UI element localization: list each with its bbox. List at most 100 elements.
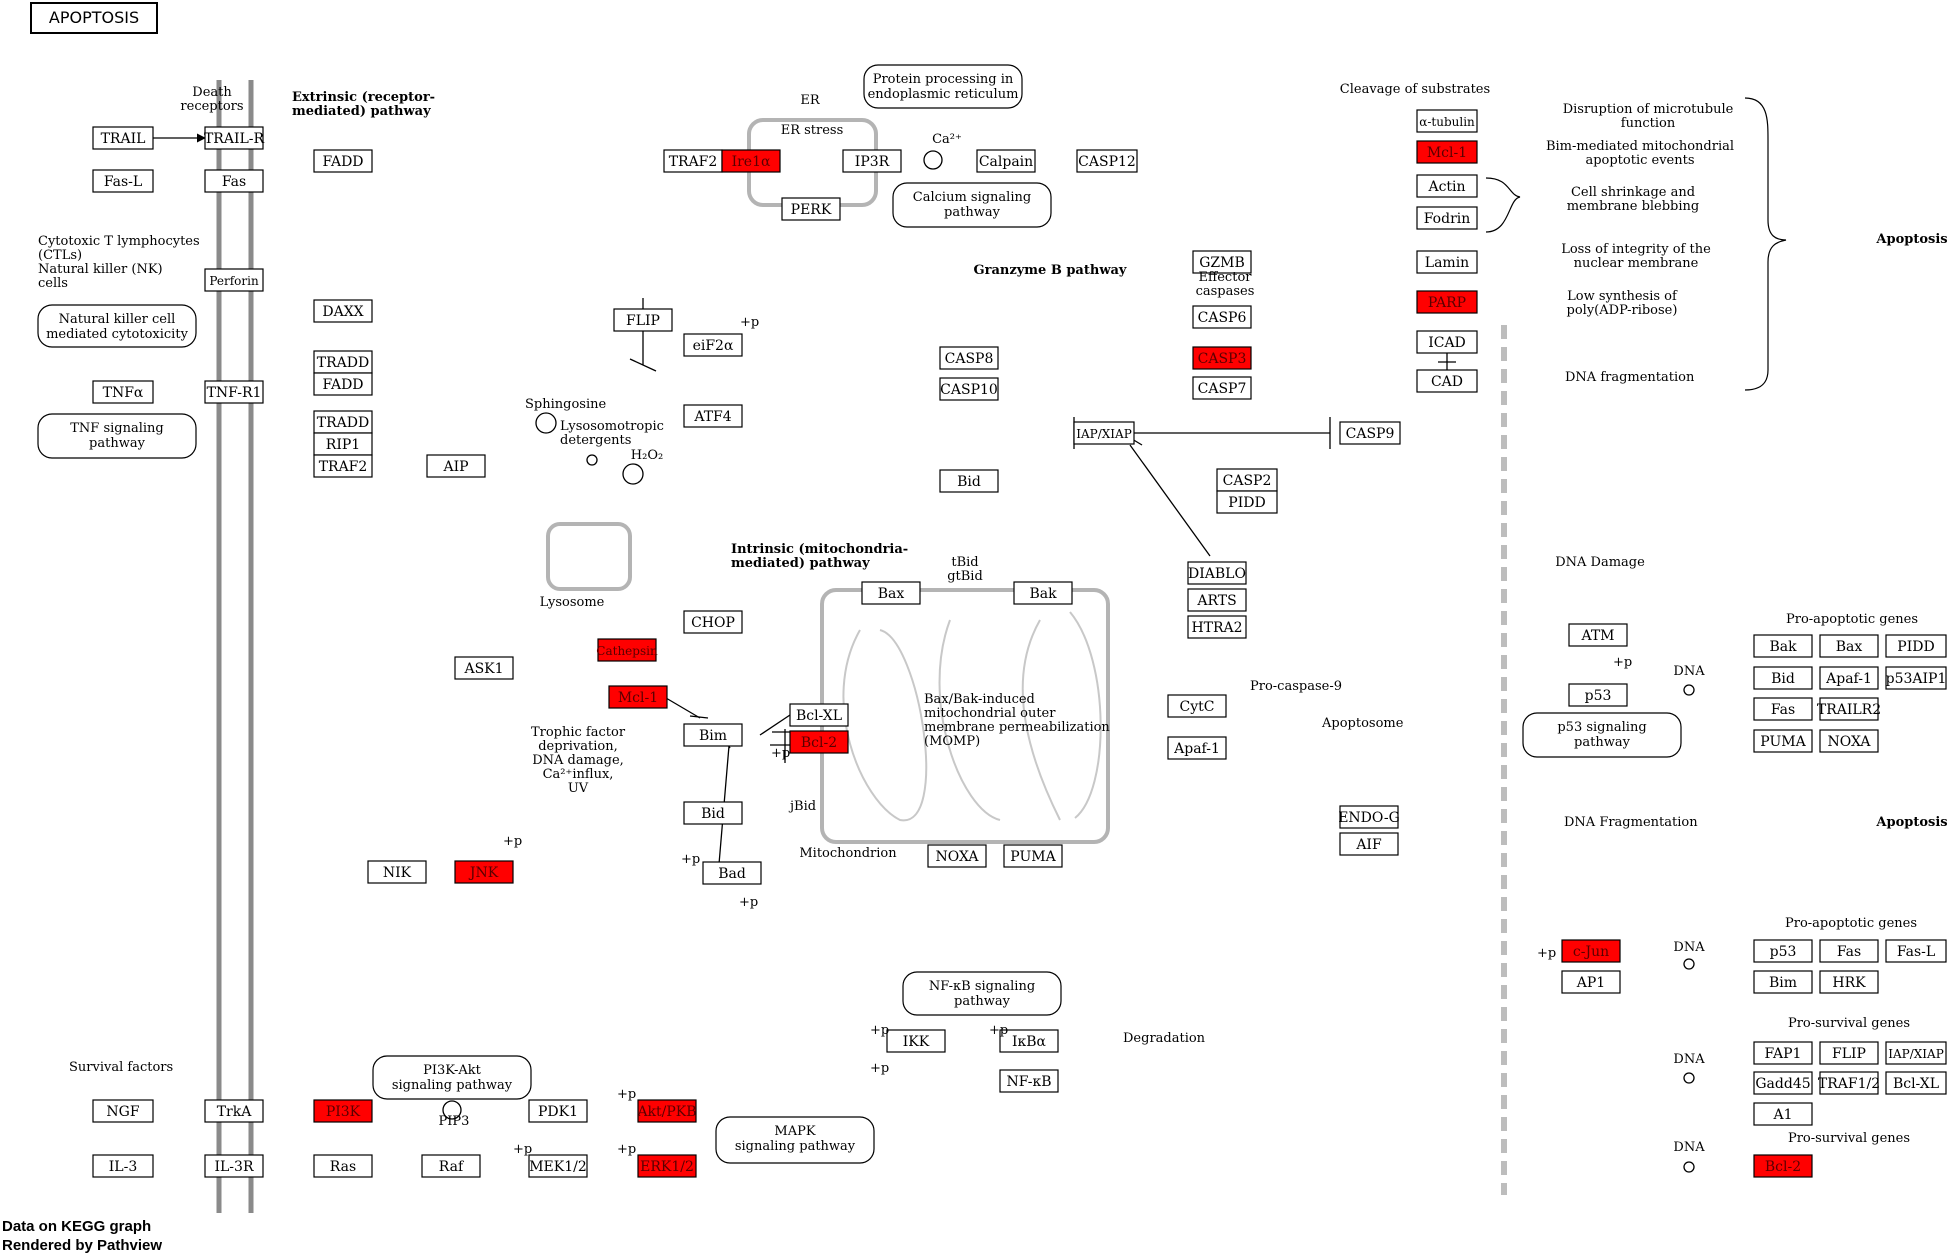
gene-iapxiap-2[interactable]: IAP/XIAP — [1885, 1041, 1947, 1065]
gene-trka[interactable]: TrkA — [204, 1099, 264, 1123]
gene-nfkb[interactable]: NF-κB — [999, 1069, 1059, 1093]
gene-arts[interactable]: ARTS — [1187, 588, 1247, 612]
gene-puma-1[interactable]: PUMA — [1003, 844, 1063, 868]
gene-fas-l[interactable]: Fas-L — [92, 169, 154, 193]
gene-casp6[interactable]: CASP6 — [1192, 305, 1252, 329]
gene-casp12[interactable]: CASP12 — [1076, 149, 1138, 173]
gene-pi3k[interactable]: PI3K — [313, 1099, 373, 1123]
gene-mcl1-1[interactable]: Mcl-1 — [608, 685, 668, 709]
gene-htra2[interactable]: HTRA2 — [1187, 615, 1247, 639]
gene-fap1[interactable]: FAP1 — [1753, 1041, 1813, 1065]
gene-tnf-r1[interactable]: TNF-R1 — [204, 380, 264, 404]
gene-mcl1-2[interactable]: Mcl-1 — [1416, 140, 1478, 164]
gene-flip-2[interactable]: FLIP — [1819, 1041, 1879, 1065]
gene-nik[interactable]: NIK — [367, 860, 427, 884]
gene-gadd45[interactable]: Gadd45 — [1753, 1071, 1813, 1095]
gene-noxa-2[interactable]: NOXA — [1819, 729, 1879, 753]
gene-tnfa[interactable]: TNFα — [92, 380, 154, 404]
gene-traf2-1[interactable]: TRAF2 — [313, 454, 373, 478]
gene-tradd-1[interactable]: TRADD — [313, 350, 373, 374]
gene-trail[interactable]: TRAIL — [92, 126, 154, 150]
gene-bclxl[interactable]: Bcl-XL — [789, 703, 849, 727]
gene-casp3[interactable]: CASP3 — [1192, 346, 1252, 370]
gene-bad[interactable]: Bad — [702, 861, 762, 885]
gene-cad[interactable]: CAD — [1416, 369, 1478, 393]
gene-jnk[interactable]: JNK — [454, 860, 514, 884]
gene-casp9[interactable]: CASP9 — [1339, 421, 1401, 445]
gene-fodrin[interactable]: Fodrin — [1416, 206, 1478, 230]
gene-chop[interactable]: CHOP — [683, 610, 743, 634]
gene-diablo[interactable]: DIABLO — [1187, 561, 1247, 585]
gene-il3r[interactable]: IL-3R — [204, 1154, 264, 1178]
gene-pidd-1[interactable]: PIDD — [1216, 490, 1278, 514]
gene-bax-1[interactable]: Bax — [861, 581, 921, 605]
gene-ask1[interactable]: ASK1 — [454, 656, 514, 680]
gene-raf[interactable]: Raf — [421, 1154, 481, 1178]
gene-ip3r[interactable]: IP3R — [842, 149, 902, 173]
gene-ap1[interactable]: AP1 — [1561, 970, 1621, 994]
gene-actin[interactable]: Actin — [1416, 174, 1478, 198]
gene-ikk[interactable]: IKK — [886, 1029, 946, 1053]
gene-p53-1[interactable]: p53 — [1568, 683, 1628, 707]
gene-cytc[interactable]: CytC — [1167, 694, 1227, 718]
gene-pidd-2[interactable]: PIDD — [1885, 634, 1947, 658]
gene-daxx[interactable]: DAXX — [313, 299, 373, 323]
gene-bim[interactable]: Bim — [683, 723, 743, 747]
gene-bclxl-2[interactable]: Bcl-XL — [1885, 1071, 1947, 1095]
gene-calpain[interactable]: Calpain — [976, 149, 1036, 173]
gene-bax-2[interactable]: Bax — [1819, 634, 1879, 658]
gene-hrk[interactable]: HRK — [1819, 970, 1879, 994]
gene-parp[interactable]: PARP — [1416, 290, 1478, 314]
gene-ras[interactable]: Ras — [313, 1154, 373, 1178]
gene-trail-r[interactable]: TRAIL-R — [204, 126, 265, 150]
gene-fasl-2[interactable]: Fas-L — [1885, 939, 1947, 963]
gene-bak-1[interactable]: Bak — [1013, 581, 1073, 605]
gene-perk[interactable]: PERK — [781, 197, 841, 221]
gene-traf12[interactable]: TRAF1/2 — [1818, 1071, 1880, 1095]
gene-perforin[interactable]: Perforin — [204, 268, 264, 292]
gene-aktpkb[interactable]: Akt/PKB — [636, 1099, 697, 1123]
gene-fas-3[interactable]: Fas — [1819, 939, 1879, 963]
gene-bid-3[interactable]: Bid — [1753, 666, 1813, 690]
gene-ngf[interactable]: NGF — [92, 1099, 154, 1123]
gene-bcl2-2[interactable]: Bcl-2 — [1753, 1154, 1813, 1178]
gene-iapxiap-1[interactable]: IAP/XIAP — [1073, 421, 1135, 445]
gene-casp2[interactable]: CASP2 — [1216, 468, 1278, 492]
gene-aip[interactable]: AIP — [426, 454, 486, 478]
gene-cjun[interactable]: c-Jun — [1561, 939, 1621, 963]
gene-p53-2[interactable]: p53 — [1753, 939, 1813, 963]
gene-bid-1[interactable]: Bid — [683, 801, 743, 825]
gene-icad[interactable]: ICAD — [1416, 330, 1478, 354]
gene-p53aip1[interactable]: p53AIP1 — [1885, 666, 1947, 690]
gene-ikba[interactable]: IκBα — [999, 1029, 1059, 1053]
gene-noxa-1[interactable]: NOXA — [927, 844, 987, 868]
gene-casp10[interactable]: CASP10 — [939, 377, 999, 401]
gene-rip1[interactable]: RIP1 — [313, 432, 373, 456]
gene-trailr2[interactable]: TRAILR2 — [1817, 697, 1881, 721]
gene-il3[interactable]: IL-3 — [92, 1154, 154, 1178]
gene-bid-2[interactable]: Bid — [939, 469, 999, 493]
gene-bcl2-1[interactable]: Bcl-2 — [789, 730, 849, 754]
gene-pdk1[interactable]: PDK1 — [528, 1099, 588, 1123]
gene-ire1a[interactable]: Ire1α — [721, 149, 781, 173]
gene-eif2a[interactable]: eiF2α — [683, 333, 743, 357]
gene-cathepsin[interactable]: Cathepsin — [596, 638, 658, 662]
gene-fas[interactable]: Fas — [204, 169, 264, 193]
gene-a1[interactable]: A1 — [1753, 1102, 1813, 1126]
gene-fadd-1[interactable]: FADD — [313, 149, 373, 173]
gene-aif[interactable]: AIF — [1339, 832, 1399, 856]
gene-erk12[interactable]: ERK1/2 — [637, 1154, 697, 1178]
gene-gzmb[interactable]: GZMB — [1192, 250, 1252, 274]
gene-puma-2[interactable]: PUMA — [1753, 729, 1813, 753]
gene-atm[interactable]: ATM — [1568, 623, 1628, 647]
gene-apaf1-2[interactable]: Apaf-1 — [1819, 666, 1879, 690]
gene-endog[interactable]: ENDO-G — [1338, 805, 1400, 829]
gene-casp7[interactable]: CASP7 — [1192, 376, 1252, 400]
